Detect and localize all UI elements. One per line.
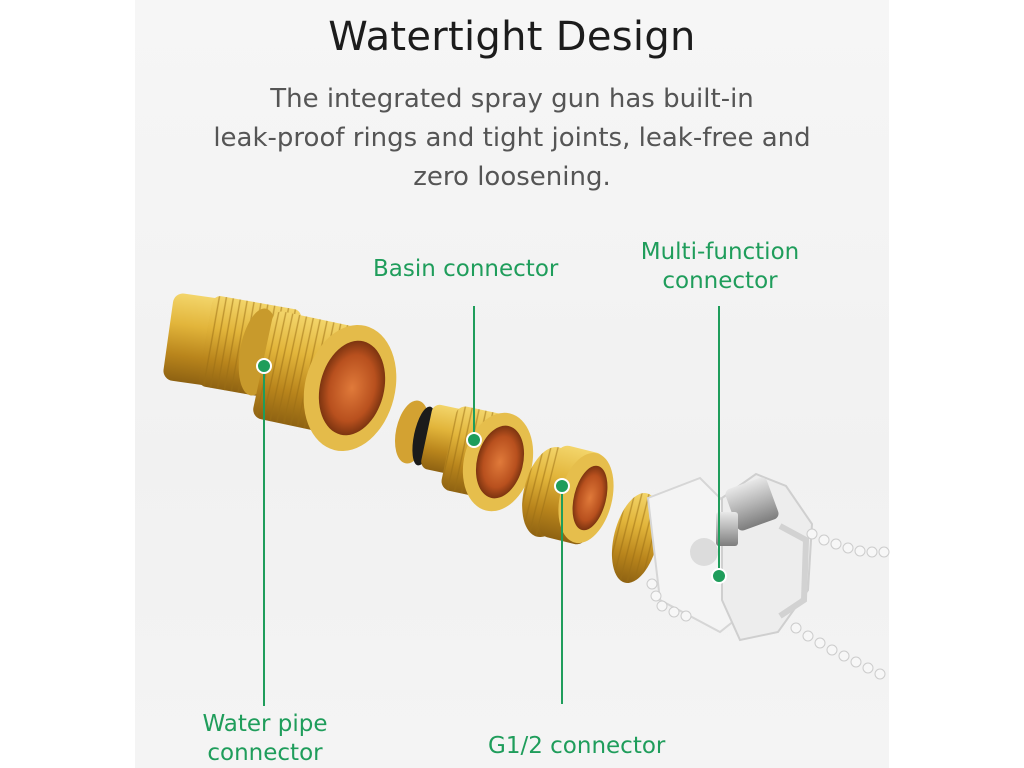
callout-basin	[466, 306, 482, 448]
label-g12-connector: G1/2 connector	[488, 733, 666, 759]
label-water-line-1: Water pipe	[202, 711, 328, 737]
subtitle-line-1: The integrated spray gun has built-in	[270, 84, 754, 114]
label-multi-line-1: Multi-function	[640, 239, 800, 265]
callout-multi-function	[711, 306, 727, 584]
callout-g12	[554, 478, 570, 704]
label-multi-function-connector: Multi-function connector	[626, 238, 814, 296]
callout-water-pipe	[256, 358, 272, 706]
basin-connector	[394, 400, 534, 512]
label-water-pipe-connector: Water pipe connector	[190, 710, 340, 768]
page-title: Watertight Design	[328, 14, 696, 60]
subtitle-line-2: leak-proof rings and tight joints, leak-…	[213, 123, 811, 153]
label-water-line-2: connector	[207, 740, 323, 766]
water-pipe-connector	[163, 293, 397, 452]
g12-connector	[522, 445, 614, 545]
multi-function-connector	[611, 472, 890, 680]
label-multi-line-2: connector	[662, 268, 778, 294]
page-subtitle: The integrated spray gun has built-in le…	[200, 80, 824, 197]
label-basin-connector: Basin connector	[373, 256, 559, 282]
subtitle-line-3: zero loosening.	[413, 162, 611, 192]
